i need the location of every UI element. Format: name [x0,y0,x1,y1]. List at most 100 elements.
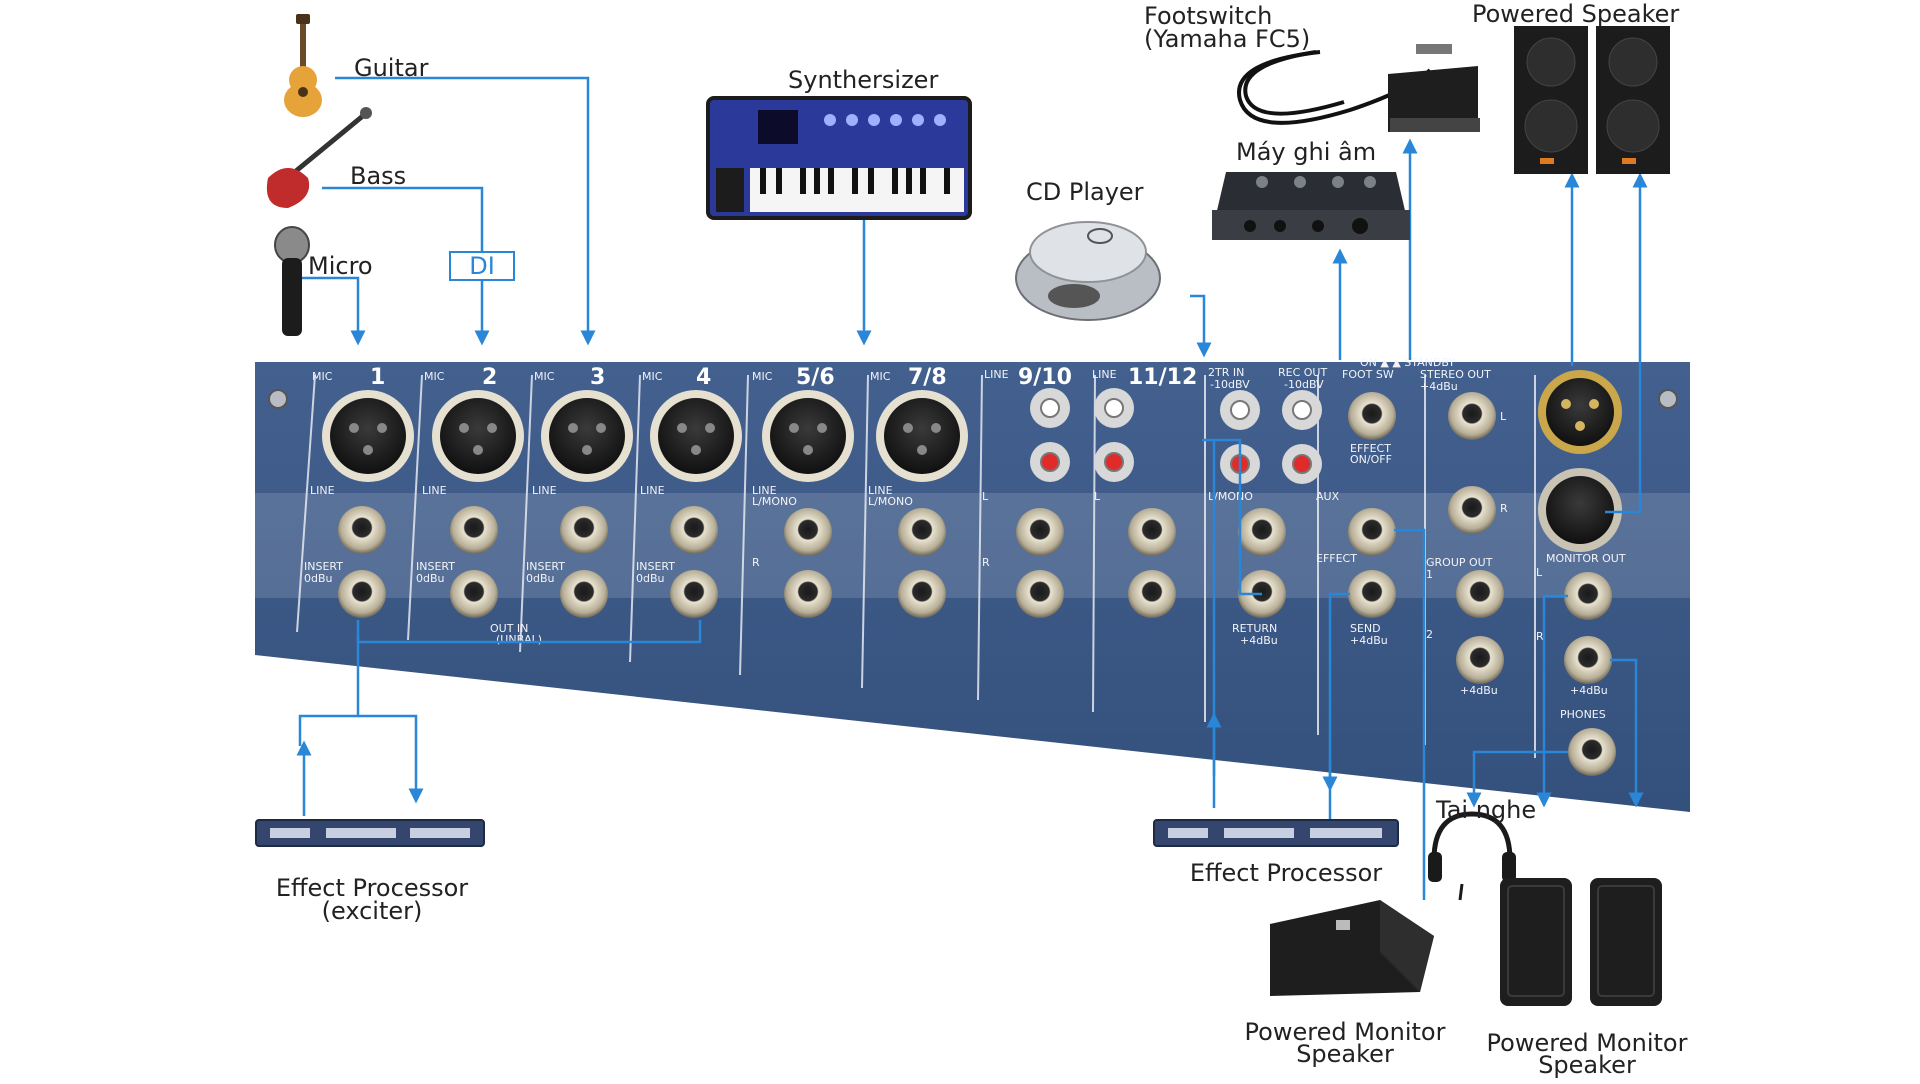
wire-insert-bus [356,620,702,644]
wire-cd-to-2tr-in [1190,294,1212,358]
unbal-label: (UNBAL) [496,633,542,646]
line-jack-3[interactable] [560,506,608,554]
effect-onoff-label-1: EFFECT [1350,442,1391,455]
powered-speaker-label: Powered Speaker [1472,0,1680,28]
panel-labels: MIC MIC MIC MIC MIC MIC 1 2 3 4 5/6 7/8 … [304,356,1626,721]
insert-jack-4[interactable] [670,570,718,618]
ch56-r-label: R [752,556,760,569]
phones-jack[interactable] [1568,728,1616,776]
group-out-2-jack[interactable] [1456,636,1504,684]
micro-label: Micro [308,252,373,280]
group-out-1-jack[interactable] [1456,570,1504,618]
xlr-input-4[interactable] [650,390,742,482]
ch1112-line-label: LINE [1092,368,1117,381]
headphone-label: Tai nghe [1436,796,1537,824]
stereo-r-label: R [1500,502,1508,515]
monitor-out-l-jack[interactable] [1564,572,1612,620]
insert-jack-1[interactable] [338,570,386,618]
ch1112-l-label: L [1094,490,1101,503]
ch78-line-label: LINE [868,484,893,497]
line-jack-7[interactable] [898,508,946,556]
return-jack-l[interactable] [1238,508,1286,556]
out-in-label: OUT IN [490,622,528,635]
stereo-out-label: STEREO OUT [1420,368,1491,381]
ch910-line-label: LINE [984,368,1009,381]
monitor-out-r-jack[interactable] [1564,636,1612,684]
line-jack-5[interactable] [784,508,832,556]
line-jack-1[interactable] [338,506,386,554]
recorder-label: Máy ghi âm [1236,138,1377,166]
ch3-odbu-label: 0dBu [526,572,555,585]
wire-fx-from-send [1328,592,1350,820]
aux-send-jack[interactable] [1348,508,1396,556]
signal-wires [296,76,1648,900]
ch4-odbu-label: 0dBu [636,572,665,585]
line-jack-11[interactable] [1128,508,1176,556]
monitor-speaker-a-label: Powered Monitor [1244,1018,1446,1046]
line-jack-2[interactable] [450,506,498,554]
guitar-label: Guitar [354,54,429,82]
phones-label: PHONES [1560,708,1606,721]
ch910-l-label: L [982,490,989,503]
effect-send-jack[interactable] [1348,570,1396,618]
line-jack-10[interactable] [1016,570,1064,618]
rec-out-label: REC OUT [1278,366,1327,379]
monitor-speaker-b-sub-label: Speaker [1538,1051,1636,1079]
twotr-in-label: 2TR IN [1208,366,1244,379]
wire-monitor-out-l [1536,594,1568,808]
rec-db-label: -10dBV [1284,378,1324,391]
recorder-icon [1212,172,1410,240]
ch-number-4: 4 [696,365,711,390]
line-jack-12[interactable] [1128,570,1176,618]
footswitch-icon [1237,44,1480,132]
wire-monitor-out-r [1610,658,1644,808]
effect-processor-left-sub-label: (exciter) [321,897,423,925]
ch910-r-label: R [982,556,990,569]
monitor-speaker-icon [1500,878,1662,1006]
stereo-out-r-jack[interactable] [1448,486,1496,534]
effect-processor-icon [1153,819,1399,847]
mixer-rear-panel: MIC MIC MIC MIC MIC MIC 1 2 3 4 5/6 7/8 … [255,356,1690,812]
ch78-mic-label: MIC [870,370,891,383]
line-jack-4[interactable] [670,506,718,554]
ch3-line-label: LINE [532,484,557,497]
xlr-input-1[interactable] [322,390,414,482]
ch-number-3: 3 [590,365,605,390]
synth-label: Synthersizer [788,66,939,94]
xlr-output-l[interactable] [1538,370,1622,454]
send-db-label: +4dBu [1350,634,1388,647]
wire-fx-left-send [358,714,424,804]
ch2-line-label: LINE [422,484,447,497]
xlr-input-7-8[interactable] [876,390,968,482]
line-jack-6[interactable] [784,570,832,618]
ch4-line-label: LINE [640,484,665,497]
ch56-line-label: LINE [752,484,777,497]
return-label: RETURN [1232,622,1277,635]
insert-jack-3[interactable] [560,570,608,618]
stereo-out-l-jack[interactable] [1448,392,1496,440]
wire-aux-to-monitor-a [1394,528,1426,900]
insert-jack-2[interactable] [450,570,498,618]
ch-number-2: 2 [482,365,497,390]
effect-processor-left-label: Effect Processor [275,874,469,902]
xlr-input-2[interactable] [432,390,524,482]
monitor-db-label: +4dBu [1570,684,1608,697]
wire-stereo-to-speaker-r [1605,172,1648,514]
ch-number-1: 1 [370,365,385,390]
wire-guitar-to-ch3 [335,76,596,346]
di-box [449,251,515,281]
return-db-label: +4dBu [1240,634,1278,647]
ch3-insert-label: INSERT [526,560,565,573]
line-jack-9[interactable] [1016,508,1064,556]
xlr-input-5-6[interactable] [762,390,854,482]
xlr-input-3[interactable] [541,390,633,482]
ch3-mic-label: MIC [534,370,555,383]
effect-label: EFFECT [1316,552,1357,565]
headphones-icon [1428,811,1516,901]
ch-number-9-10: 9/10 [1018,365,1072,390]
foot-sw-jack[interactable] [1348,392,1396,440]
xlr-output-r[interactable] [1538,468,1622,552]
ch1-odbu-label: 0dBu [304,572,333,585]
line-jack-8[interactable] [898,570,946,618]
